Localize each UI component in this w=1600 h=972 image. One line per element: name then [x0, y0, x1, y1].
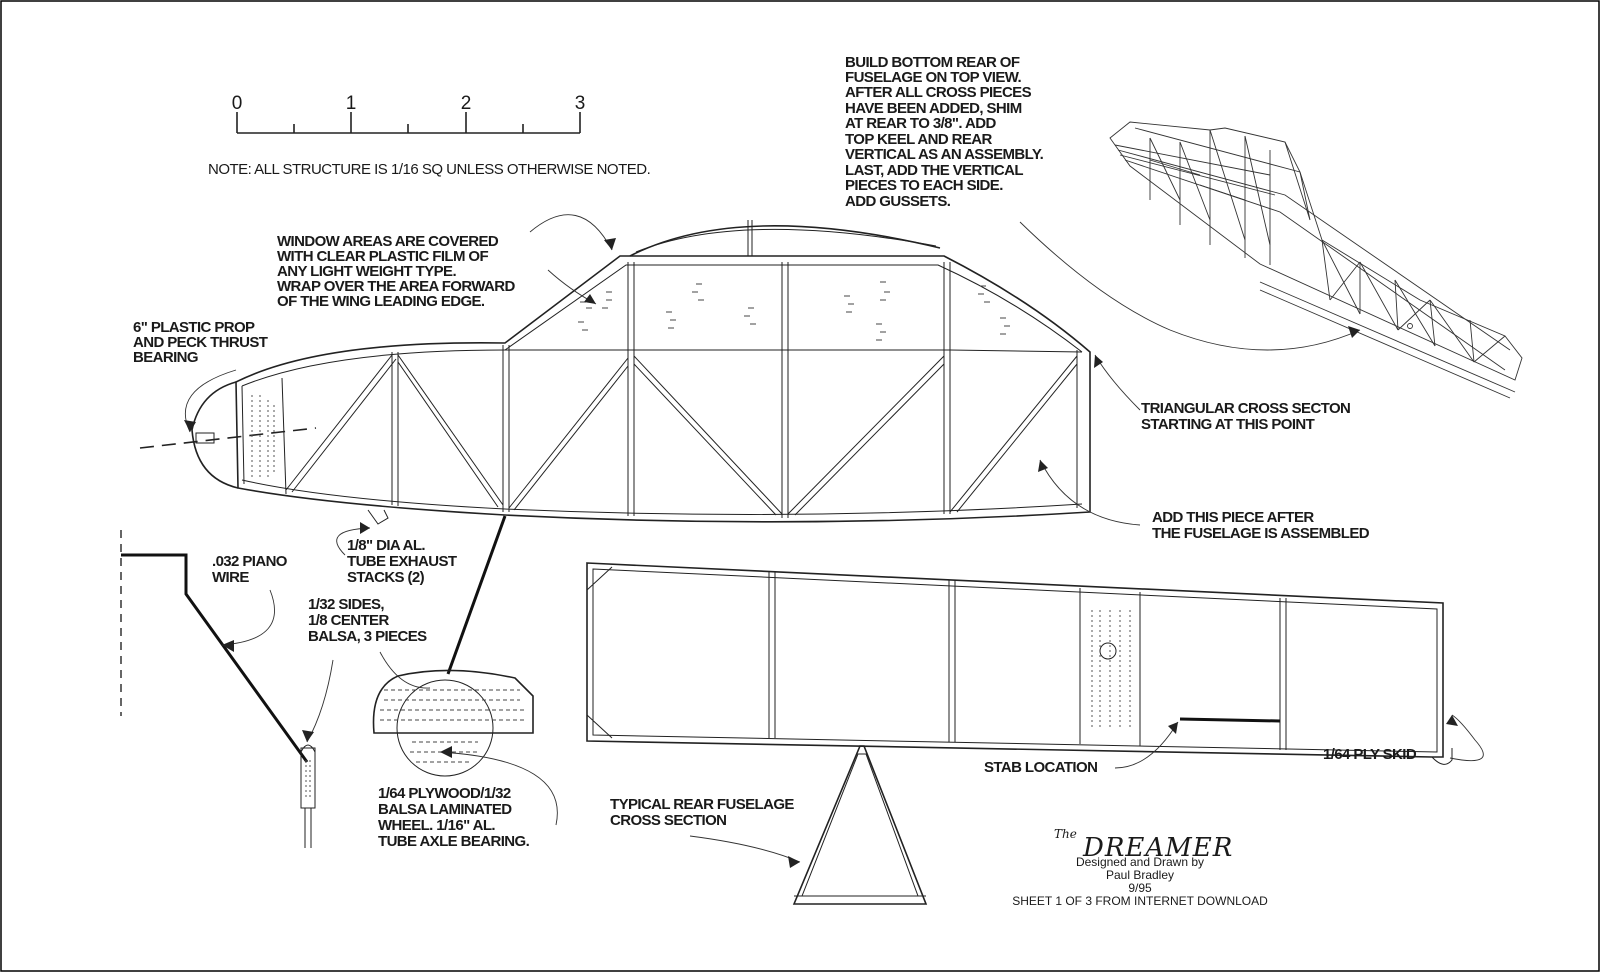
rear-cross-section	[792, 745, 928, 905]
note-piano-wire: .032 PIANO WIRE	[212, 553, 288, 586]
svg-text:AFTER ALL CROSS PIECES: AFTER ALL CROSS PIECES	[845, 84, 1032, 101]
scale-tick-1: 1	[346, 93, 357, 114]
wheel-detail	[372, 669, 534, 777]
scale-bar: 0 1 2 3	[232, 93, 586, 134]
scale-tick-3: 3	[575, 93, 586, 114]
svg-text:BUILD BOTTOM REAR OF: BUILD BOTTOM REAR OF	[845, 54, 1020, 71]
svg-text:LAST, ADD THE VERTICAL: LAST, ADD THE VERTICAL	[845, 162, 1023, 179]
svg-text:TUBE AXLE BEARING.: TUBE AXLE BEARING.	[378, 833, 530, 850]
scale-tick-2: 2	[461, 93, 472, 114]
svg-text:AT REAR TO 3/8". ADD: AT REAR TO 3/8". ADD	[845, 115, 996, 132]
svg-text:THE FUSELAGE IS ASSEMBLED: THE FUSELAGE IS ASSEMBLED	[1152, 525, 1370, 542]
svg-text:1/32 SIDES,: 1/32 SIDES,	[308, 596, 384, 613]
credit-sheet: SHEET 1 OF 3 FROM INTERNET DOWNLOAD	[1012, 894, 1268, 908]
svg-text:WHEEL. 1/16" AL.: WHEEL. 1/16" AL.	[378, 817, 495, 834]
svg-text:1/8 CENTER: 1/8 CENTER	[308, 612, 389, 629]
svg-text:ADD GUSSETS.: ADD GUSSETS.	[845, 193, 951, 210]
structure-note: NOTE: ALL STRUCTURE IS 1/16 SQ UNLESS OT…	[208, 161, 650, 178]
svg-text:BEARING: BEARING	[133, 349, 198, 366]
fuselage-frame-3d	[1109, 121, 1523, 399]
svg-text:PIECES TO EACH SIDE.: PIECES TO EACH SIDE.	[845, 177, 1003, 194]
note-add-piece: ADD THIS PIECE AFTER THE FUSELAGE IS ASS…	[1152, 509, 1370, 542]
svg-text:ANY LIGHT WEIGHT TYPE.: ANY LIGHT WEIGHT TYPE.	[277, 263, 456, 280]
credit-designed: Designed and Drawn by	[1076, 855, 1204, 869]
svg-text:.032 PIANO: .032 PIANO	[212, 553, 288, 570]
svg-text:1/8" DIA AL.: 1/8" DIA AL.	[347, 537, 425, 554]
svg-text:TRIANGULAR CROSS SECTON: TRIANGULAR CROSS SECTON	[1141, 400, 1350, 417]
svg-text:WINDOW AREAS ARE COVERED: WINDOW AREAS ARE COVERED	[277, 233, 499, 250]
note-stab-location: STAB LOCATION	[984, 759, 1097, 776]
svg-text:6" PLASTIC PROP: 6" PLASTIC PROP	[133, 319, 255, 336]
note-build: BUILD BOTTOM REAR OF FUSELAGE ON TOP VIE…	[845, 54, 1044, 210]
wing-plan	[586, 562, 1453, 765]
svg-text:WIRE: WIRE	[212, 569, 249, 586]
arrow-heads	[184, 238, 1458, 868]
note-triangular: TRIANGULAR CROSS SECTON STARTING AT THIS…	[1141, 400, 1351, 433]
svg-text:1/64 PLYWOOD/1/32: 1/64 PLYWOOD/1/32	[378, 785, 511, 802]
svg-text:TOP KEEL AND REAR: TOP KEEL AND REAR	[845, 131, 993, 148]
title-the: The	[1054, 827, 1077, 841]
note-sides: 1/32 SIDES, 1/8 CENTER BALSA, 3 PIECES	[308, 596, 428, 645]
credit-date: 9/95	[1128, 881, 1152, 895]
note-wheel: 1/64 PLYWOOD/1/32 BALSA LAMINATED WHEEL.…	[378, 785, 530, 850]
svg-text:BALSA LAMINATED: BALSA LAMINATED	[378, 801, 512, 818]
title-dreamer: DREAMER	[1082, 833, 1233, 863]
note-exhaust: 1/8" DIA AL. TUBE EXHAUST STACKS (2)	[347, 537, 458, 586]
note-ply-skid: 1/64 PLY SKID	[1323, 746, 1417, 763]
svg-text:OF THE WING LEADING EDGE.: OF THE WING LEADING EDGE.	[277, 293, 485, 310]
note-window: WINDOW AREAS ARE COVERED WITH CLEAR PLAS…	[277, 233, 516, 310]
svg-text:BALSA, 3 PIECES: BALSA, 3 PIECES	[308, 628, 427, 645]
window-markings	[578, 281, 1010, 341]
svg-text:STACKS (2): STACKS (2)	[347, 569, 425, 586]
svg-text:ADD THIS PIECE AFTER: ADD THIS PIECE AFTER	[1152, 509, 1314, 526]
svg-text:TYPICAL REAR FUSELAGE: TYPICAL REAR FUSELAGE	[610, 796, 794, 813]
svg-text:CROSS SECTION: CROSS SECTION	[610, 812, 726, 829]
note-cross-section: TYPICAL REAR FUSELAGE CROSS SECTION	[610, 796, 795, 829]
fuselage-side-view	[139, 220, 1091, 675]
svg-text:HAVE BEEN ADDED, SHIM: HAVE BEEN ADDED, SHIM	[845, 100, 1022, 117]
svg-text:AND PECK THRUST: AND PECK THRUST	[133, 334, 268, 351]
scale-tick-0: 0	[232, 93, 243, 114]
svg-text:WRAP OVER THE AREA FORWARD: WRAP OVER THE AREA FORWARD	[277, 278, 516, 295]
note-prop: 6" PLASTIC PROP AND PECK THRUST BEARING	[133, 319, 268, 366]
leader-lines	[185, 214, 1484, 863]
landing-gear-wire	[120, 530, 316, 848]
credit-author: Paul Bradley	[1106, 868, 1174, 882]
svg-text:TUBE EXHAUST: TUBE EXHAUST	[347, 553, 457, 570]
svg-text:FUSELAGE ON TOP VIEW.: FUSELAGE ON TOP VIEW.	[845, 69, 1021, 86]
title-block: The DREAMER Designed and Drawn by Paul B…	[1012, 827, 1268, 908]
svg-text:STARTING AT THIS POINT: STARTING AT THIS POINT	[1141, 416, 1315, 433]
svg-text:WITH CLEAR PLASTIC FILM OF: WITH CLEAR PLASTIC FILM OF	[277, 248, 488, 265]
svg-text:VERTICAL AS AN ASSEMBLY.: VERTICAL AS AN ASSEMBLY.	[845, 146, 1044, 163]
